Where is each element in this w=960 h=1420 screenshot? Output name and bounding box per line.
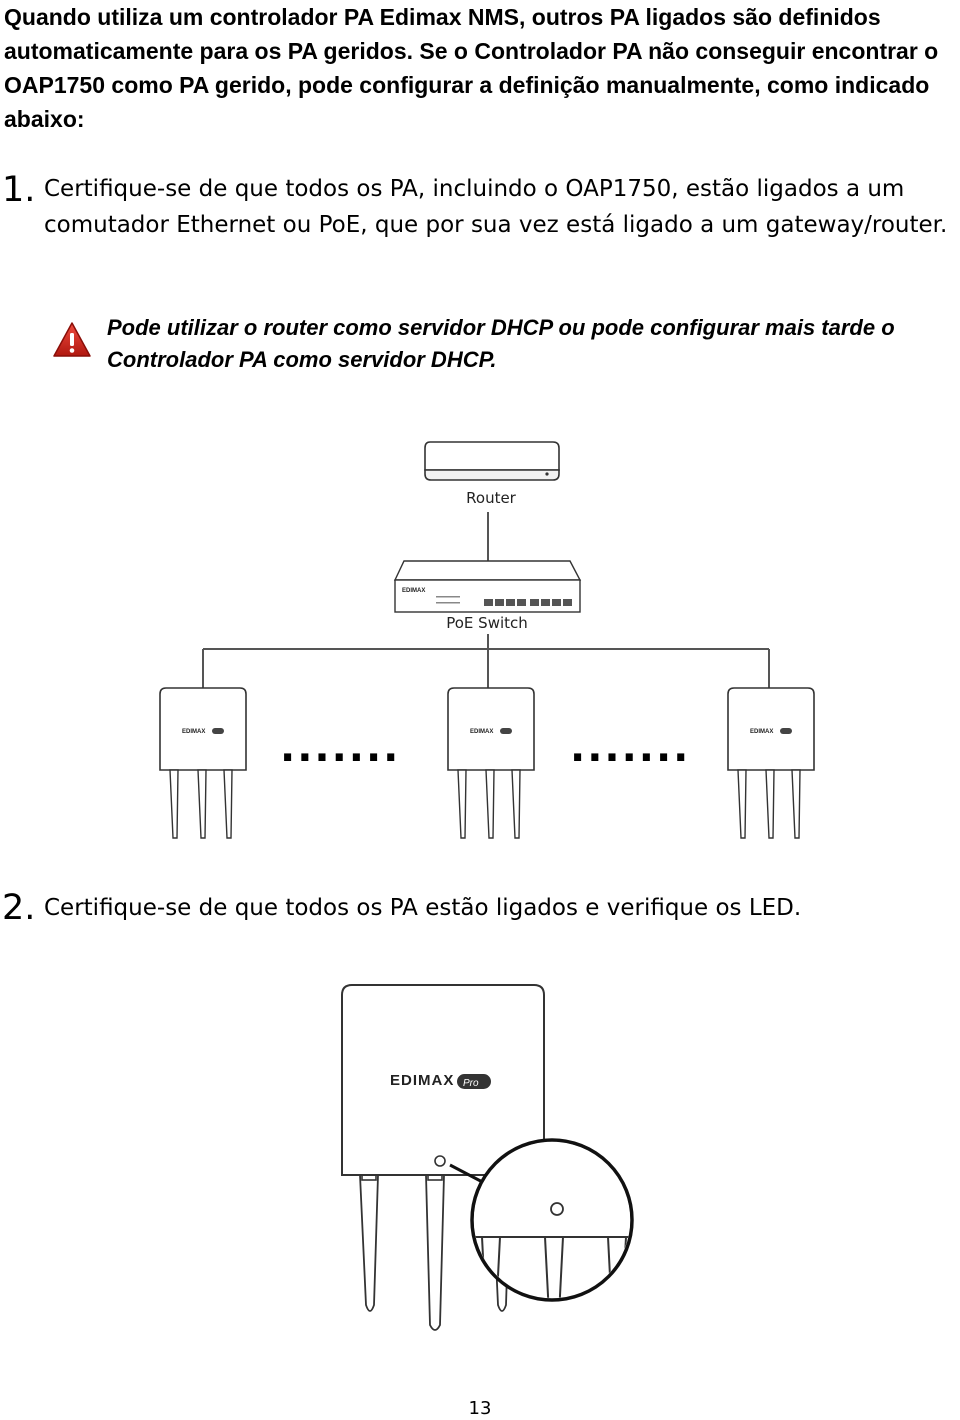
network-diagram: Router EDIMAX PoE Switch EDIMAX [159, 441, 815, 839]
step-1-text: Certifique-se de que todos os PA, inclui… [44, 176, 948, 238]
svg-text:EDIMAX: EDIMAX [470, 729, 493, 735]
ellipsis-left: ....... [280, 725, 400, 771]
svg-text:EDIMAX: EDIMAX [182, 729, 205, 735]
step-1-number: 1. [2, 170, 36, 210]
step-2-text: Certifique-se de que todos os PA estão l… [44, 895, 802, 921]
poe-switch-icon: EDIMAX [393, 560, 582, 613]
step-2-number: 2. [2, 888, 36, 928]
ellipsis-right: ....... [570, 725, 690, 771]
access-point-1: EDIMAX [159, 687, 247, 839]
svg-text:Pro: Pro [463, 1078, 479, 1089]
access-point-led-figure: EDIMAX Pro [341, 984, 634, 1331]
svg-text:EDIMAX: EDIMAX [402, 588, 425, 594]
svg-text:EDIMAX: EDIMAX [390, 1072, 454, 1089]
router-icon [424, 441, 560, 481]
intro-paragraph: Quando utiliza um controlador PA Edimax … [4, 4, 939, 132]
poe-switch-label: PoE Switch [446, 614, 528, 632]
router-label: Router [466, 489, 517, 507]
access-point-3: EDIMAX [727, 687, 815, 839]
svg-text:EDIMAX: EDIMAX [750, 729, 773, 735]
connection-lines [202, 634, 770, 690]
access-point-2: EDIMAX [447, 687, 535, 839]
page-number: 13 [468, 1398, 492, 1419]
note-text: Pode utilizar o router como servidor DHC… [107, 315, 895, 372]
warning-icon [53, 322, 91, 357]
